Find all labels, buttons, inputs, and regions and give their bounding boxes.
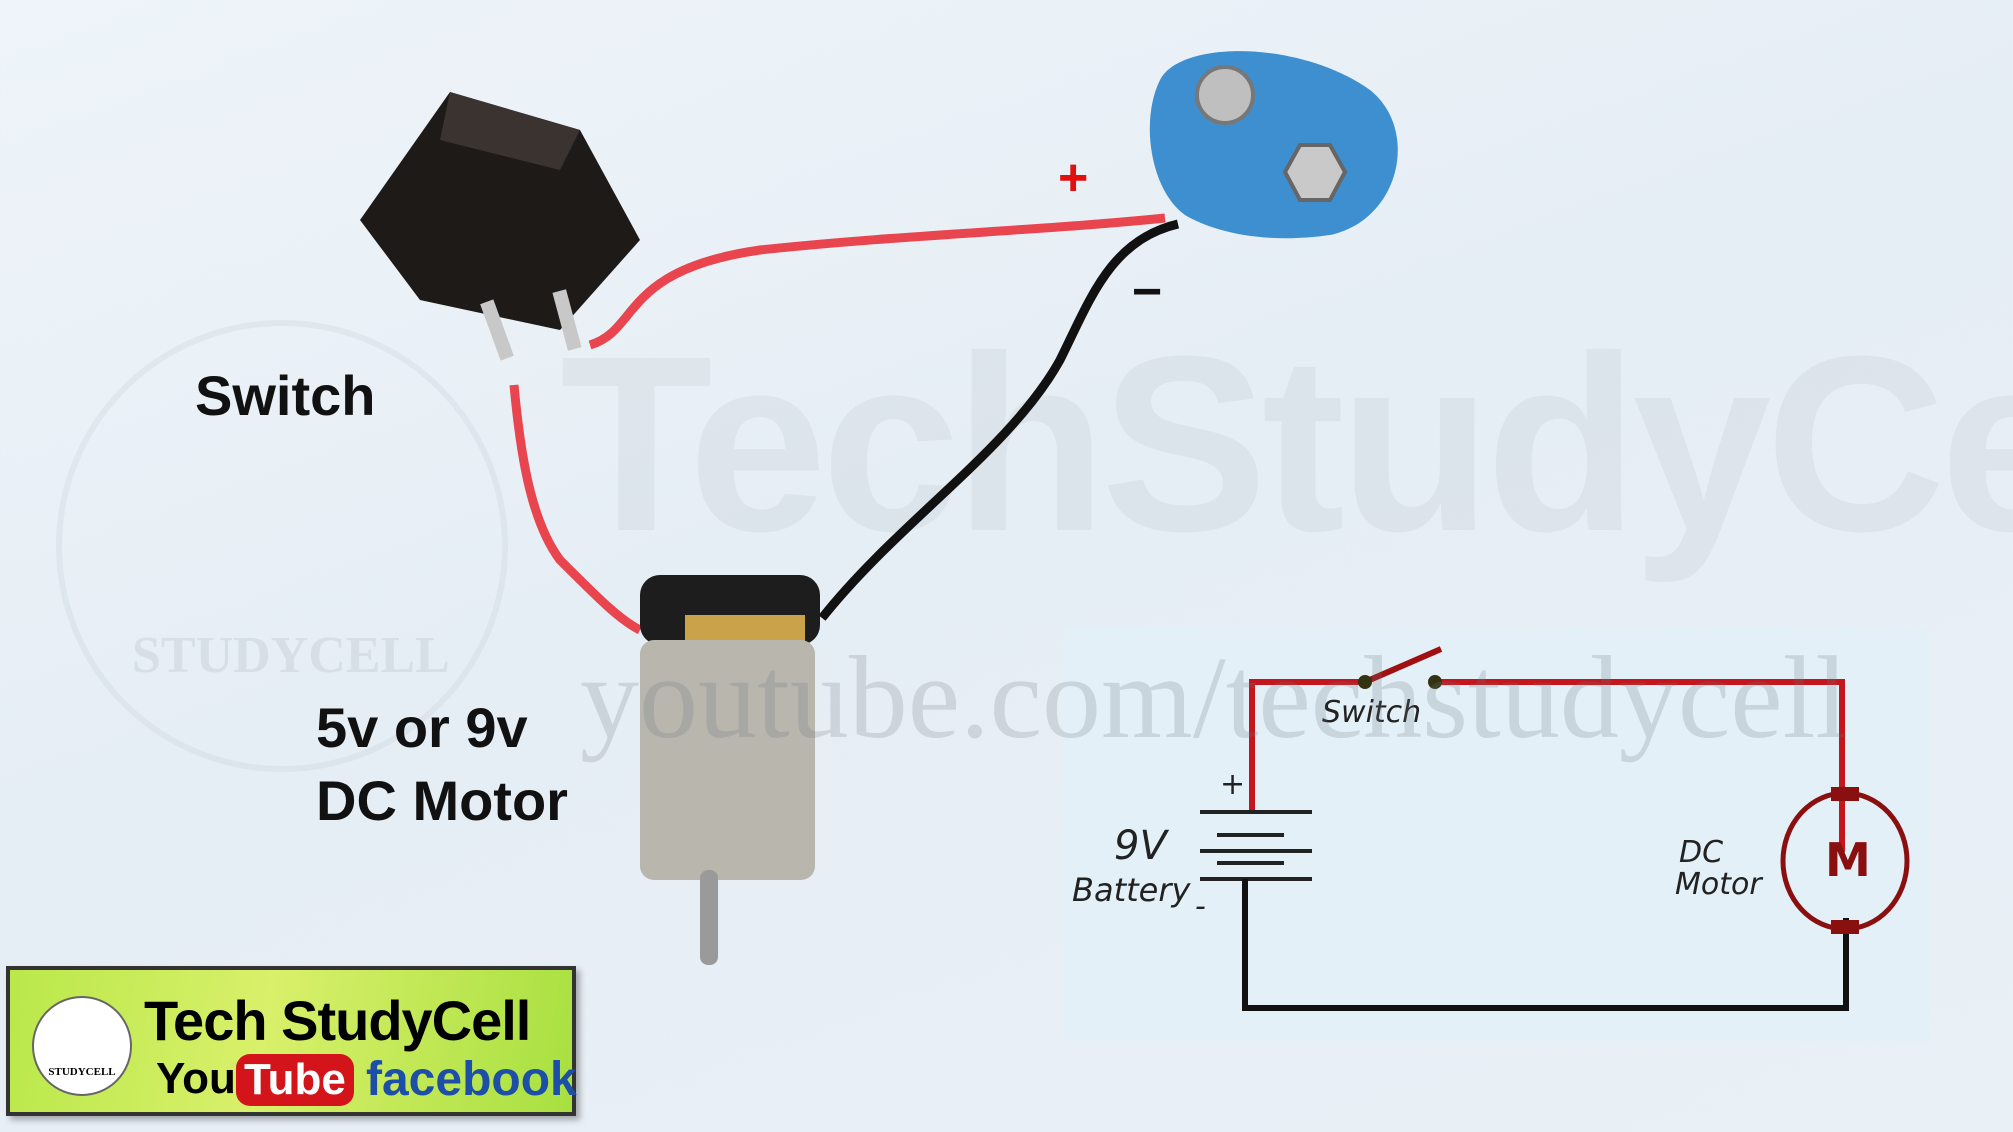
- battery-symbol: [1200, 810, 1312, 881]
- youtube-you: You: [156, 1054, 236, 1103]
- black-wire-clip-to-motor: [818, 219, 1180, 621]
- circuit-diagram: + 9V Battery - Switch DC Motor M: [1063, 627, 1929, 1041]
- dc-motor: [640, 575, 820, 965]
- watermark-logo: STUDYCELL: [56, 320, 508, 772]
- red-wire-switch-to-clip: [588, 213, 1166, 350]
- switch-label-circuit: Switch: [1322, 695, 1422, 730]
- channel-title: Tech StudyCell: [144, 989, 531, 1052]
- facebook-logo: facebook: [366, 1053, 577, 1106]
- youtube-tube-logo: Tube: [236, 1054, 354, 1106]
- black-wires: [1242, 879, 1849, 1011]
- battery-plus: +: [1220, 767, 1246, 802]
- motor-label-line2: DC Motor: [316, 769, 568, 832]
- battery-minus: -: [1195, 889, 1206, 924]
- battery-label: Battery: [1072, 871, 1191, 909]
- motor-label-line1: 5v or 9v: [316, 696, 528, 759]
- minus-sign: −: [1132, 263, 1163, 321]
- rocker-switch: [360, 92, 640, 361]
- switch-label: Switch: [195, 364, 376, 427]
- motor-symbol-letter: M: [1825, 833, 1871, 887]
- red-wire-switch-to-motor: [509, 384, 643, 635]
- motor-label-circuit-1: DC: [1679, 835, 1724, 870]
- channel-banner: STUDYCELL Tech StudyCell You Tube facebo…: [6, 966, 577, 1116]
- switch-arm: [1363, 646, 1443, 685]
- battery-voltage: 9V: [1114, 823, 1167, 869]
- battery-clip: [1149, 51, 1398, 239]
- circuit-drawing: [1200, 646, 1910, 1011]
- plus-sign: +: [1058, 149, 1089, 207]
- motor-label-circuit-2: Motor: [1675, 867, 1762, 902]
- channel-logo: STUDYCELL: [32, 996, 132, 1096]
